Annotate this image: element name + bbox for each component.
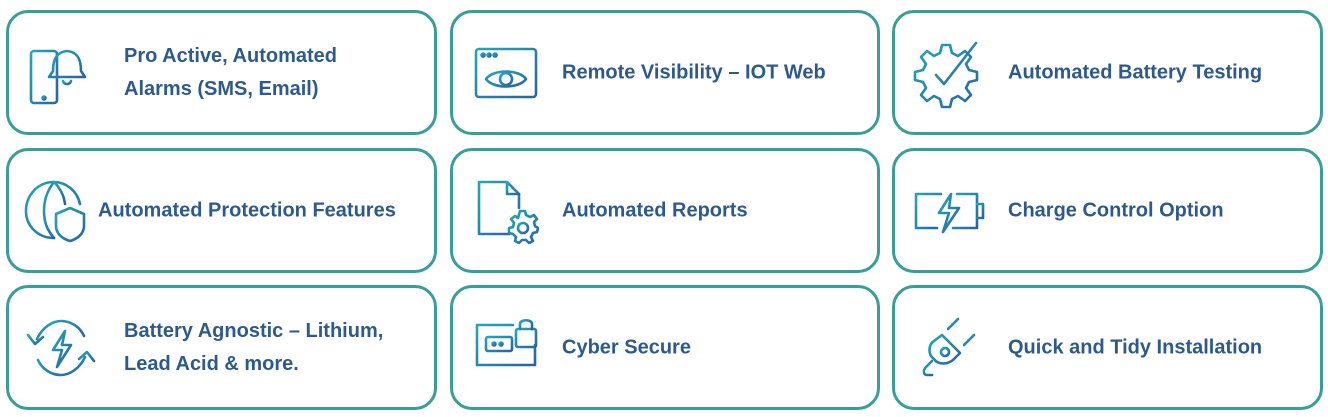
monitor-lock-icon [475, 318, 538, 378]
globe-shield-icon [24, 180, 86, 242]
feature-card-charge-control: Charge Control Option [892, 148, 1323, 273]
plug-icon [922, 317, 976, 376]
feature-label: Automated Battery Testing [1008, 56, 1262, 89]
browser-eye-icon [474, 47, 538, 98]
feature-label: Pro Active, Automated Alarms (SMS, Email… [124, 40, 337, 106]
cycle-bolt-icon [26, 319, 96, 376]
feature-label: Battery Agnostic – Lithium, Lead Acid & … [124, 315, 383, 381]
feature-card-battery-testing: Automated Battery Testing [892, 10, 1323, 135]
feature-label-line: Alarms (SMS, Email) [124, 77, 319, 100]
feature-label-line: Automated Protection Features [98, 199, 396, 221]
feature-label: Cyber Secure [562, 331, 691, 364]
feature-label-line: Automated Battery Testing [1008, 61, 1263, 83]
feature-label: Automated Protection Features [98, 194, 396, 227]
gear-check-icon [913, 41, 979, 108]
feature-label: Charge Control Option [1008, 194, 1224, 227]
feature-label: Automated Reports [562, 194, 748, 227]
feature-card-alarms: Pro Active, Automated Alarms (SMS, Email… [6, 10, 437, 135]
battery-charge-icon [914, 192, 985, 233]
feature-label-line: Quick and Tidy Installation [1008, 336, 1263, 358]
feature-label-line: Charge Control Option [1008, 199, 1224, 221]
feature-label-line: Cyber Secure [562, 336, 691, 358]
feature-label-line: Pro Active, Automated [124, 44, 337, 67]
feature-card-installation: Quick and Tidy Installation [892, 285, 1323, 410]
feature-card-reports: Automated Reports [450, 148, 880, 273]
feature-label-line: Automated Reports [562, 199, 748, 221]
feature-card-remote-visibility: Remote Visibility – IOT Web [450, 10, 880, 135]
feature-label: Quick and Tidy Installation [1008, 331, 1262, 364]
feature-label-line: Lead Acid & more. [124, 352, 299, 375]
feature-label-line: Battery Agnostic – Lithium, [124, 319, 384, 342]
document-gear-icon [477, 180, 539, 244]
feature-label-line: Remote Visibility – IOT Web [562, 61, 826, 83]
feature-card-cyber-secure: Cyber Secure [450, 285, 880, 410]
feature-card-protection: Automated Protection Features [6, 148, 437, 273]
phone-bell-icon [29, 43, 87, 104]
feature-card-battery-agnostic: Battery Agnostic – Lithium, Lead Acid & … [6, 285, 437, 410]
feature-label: Remote Visibility – IOT Web [562, 56, 826, 89]
